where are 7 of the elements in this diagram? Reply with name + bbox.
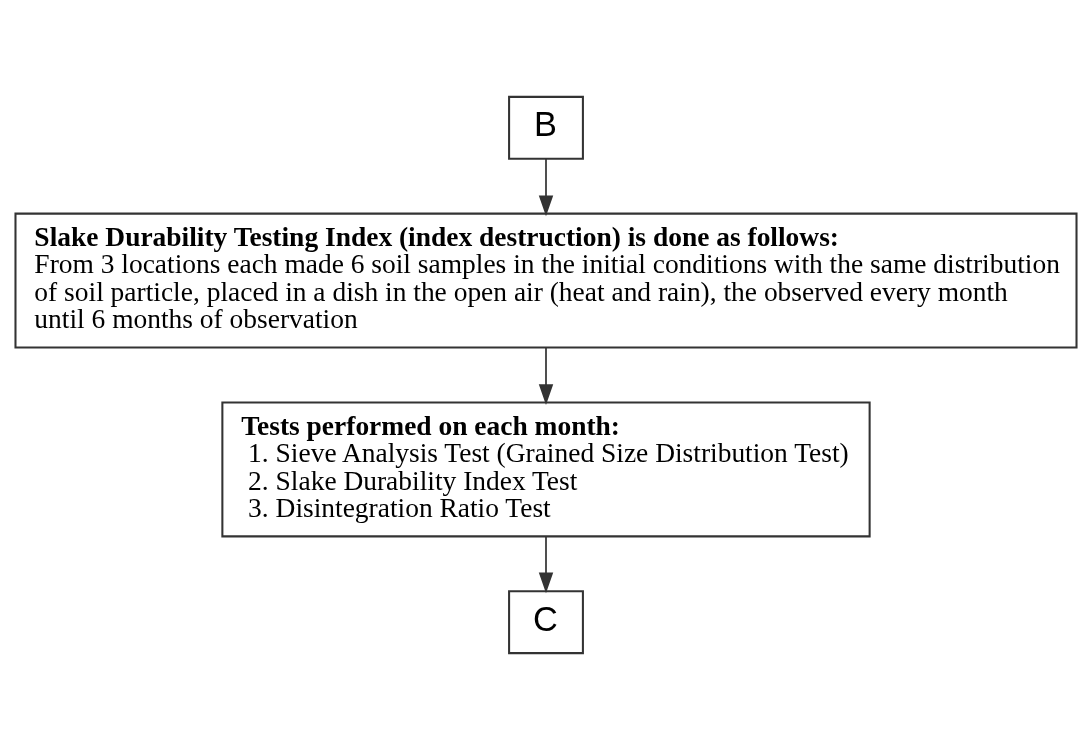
arrow (538, 346, 554, 405)
node-box: Tests performed on each month: 1. Sieve Analysis Test (Grained Size Distribution Test) 2. Slake Durability Index Test 3. Disintegration Ratio Test (221, 400, 871, 537)
arrow (538, 535, 554, 593)
node-box: B (508, 95, 584, 160)
node-box: C (508, 589, 584, 654)
arrow (538, 157, 554, 216)
node-box: Slake Durability Testing Index (index destruction) is done as follows: From 3 locations each made 6 soil samples in the initial conditions with the same distribution of soil particle, placed in a dish in the open air (heat and rain), the observed every month until 6 months of observation (14, 212, 1078, 349)
